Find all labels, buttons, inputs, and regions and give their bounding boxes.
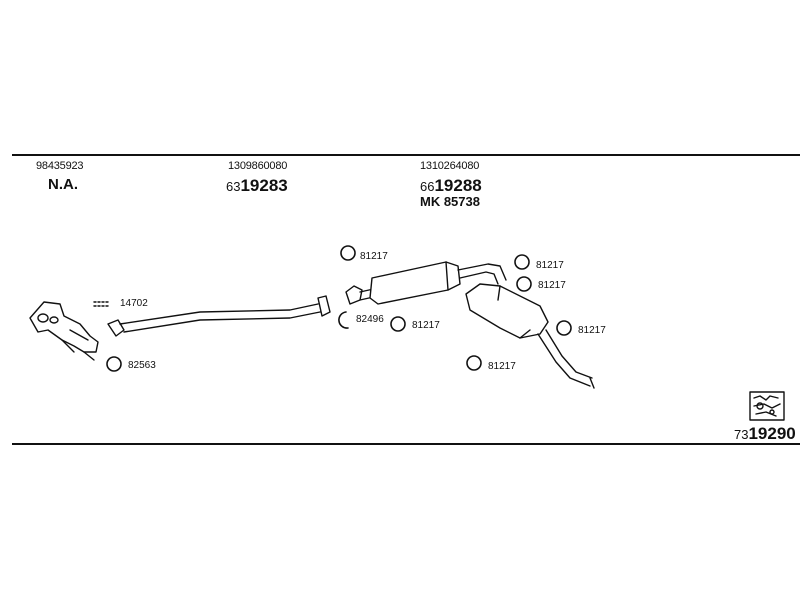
- part-label-81217-mid: 81217: [412, 320, 440, 331]
- front-pipe: [107, 295, 331, 337]
- code-prefix: 63: [226, 179, 241, 194]
- header-code-3: 6619288: [420, 176, 482, 196]
- middle-silencer: [345, 261, 507, 305]
- header-part-number-2: 1309860080: [228, 160, 288, 172]
- header-status-na: N.A.: [48, 176, 78, 193]
- bottom-rule: [12, 443, 800, 445]
- header-part-number-1: 98435923: [36, 160, 84, 172]
- code-prefix: 73: [734, 427, 749, 442]
- exhaust-manifold: [29, 301, 99, 361]
- part-label-82496: 82496: [356, 314, 384, 325]
- part-label-81217-right-mid: 81217: [538, 280, 566, 291]
- header-code-2: 6319283: [226, 176, 288, 196]
- part-label-81217-right: 81217: [578, 325, 606, 336]
- part-label-81217-top: 81217: [360, 251, 388, 262]
- clamp-82496: [338, 311, 349, 329]
- top-rule: [12, 154, 800, 156]
- header-part-number-3: 1310264080: [420, 160, 480, 172]
- code-main: 19290: [748, 424, 796, 443]
- part-label-81217-bottom: 81217: [488, 361, 516, 372]
- header-kit-code: MK 85738: [420, 194, 480, 209]
- code-prefix: 66: [420, 179, 435, 194]
- code-main: 19283: [240, 176, 288, 195]
- part-label-81217-right-top: 81217: [536, 260, 564, 271]
- rubber-mounts: [106, 245, 572, 372]
- footer-code: 7319290: [734, 424, 796, 444]
- part-label-82563: 82563: [128, 360, 156, 371]
- bolt-icon: [93, 301, 109, 307]
- code-main: 19288: [434, 176, 482, 195]
- diagram-reference-icon: [749, 391, 785, 421]
- rear-silencer: [465, 283, 595, 389]
- part-label-14702: 14702: [120, 298, 148, 309]
